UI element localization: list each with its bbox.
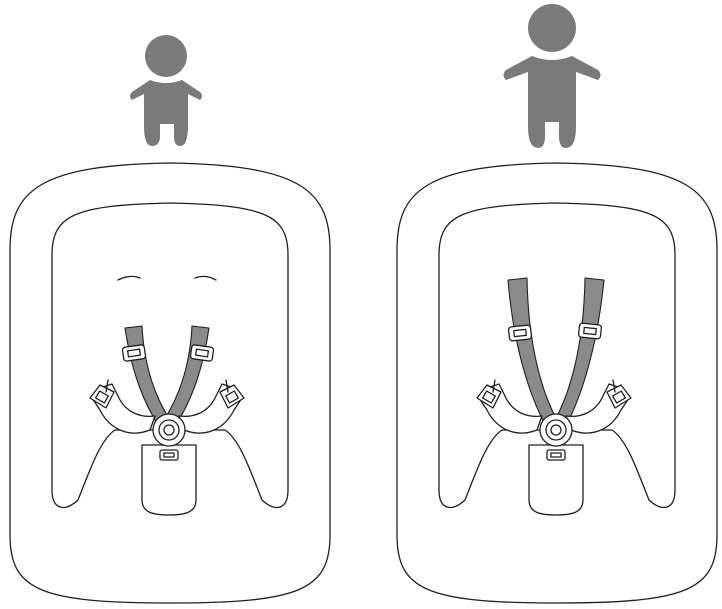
panel-small-child [10, 35, 330, 603]
center-buckle [540, 414, 572, 446]
large-child-icon [504, 4, 601, 148]
small-child-icon [130, 35, 202, 146]
center-buckle [153, 414, 185, 446]
strap-adjuster-left [508, 325, 531, 341]
strap-adjuster-left [122, 345, 146, 362]
upper-strap-slot-left [118, 276, 140, 280]
crotch-buckle-tab [160, 450, 178, 460]
crotch-buckle-tab [547, 450, 565, 460]
strap-adjuster-right [578, 323, 601, 339]
panel-large-child [397, 4, 717, 603]
upper-strap-slot-right [195, 276, 216, 280]
strap-adjuster-right [190, 345, 214, 362]
shoulder-strap-left [508, 278, 557, 428]
